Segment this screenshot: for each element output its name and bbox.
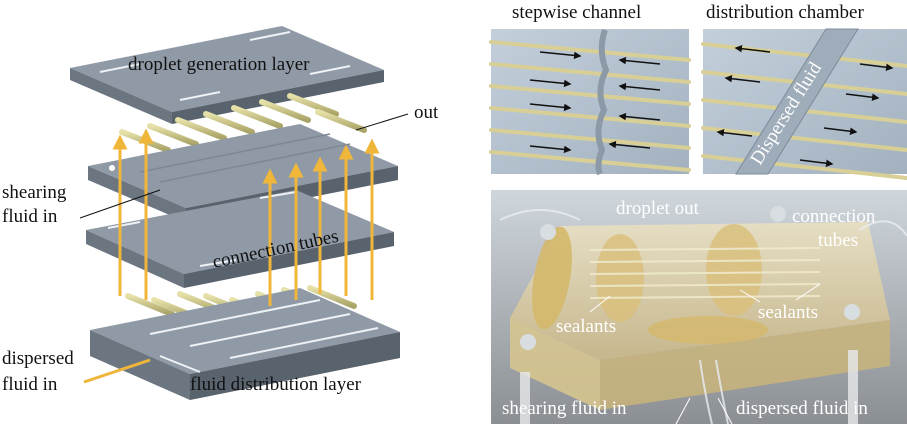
droplet-generation-plate [70,26,384,124]
distribution-chamber-inset: distribution chamber Dispersed fluid [701,2,907,180]
droplet-out-label: droplet out [616,198,700,219]
fluid-distribution-plate [90,288,400,400]
connection-tubes-photo-line2: tubes [818,230,858,251]
sealants-left-label: sealants [556,316,616,337]
stepwise-channel-inset: stepwise channel [489,2,691,176]
shearing-label-line1: shearing [2,182,67,203]
shearing-fluid-in-label: shearing fluid in [502,398,627,419]
shearing-label-line2: fluid in [2,206,58,227]
flow-arrows [83,128,380,384]
dispersed-fluid-in-label: dispersed fluid in [736,398,868,419]
device-photo: droplet out connection tubes sealants se… [491,190,907,424]
stepwise-channel-title: stepwise channel [512,2,641,23]
dispersed-label-line1: dispersed [2,348,74,369]
middle-plate-lower [86,190,394,288]
dispersed-label-line2: fluid in [2,374,58,395]
fluid-distribution-layer-label: fluid distribution layer [190,374,362,395]
sealants-right-label: sealants [758,302,818,323]
out-leader-line [355,113,409,131]
connection-tubes-photo-line1: connection [792,206,876,227]
droplet-generation-layer-label: droplet generation layer [128,54,310,75]
exploded-view: droplet generation layer out shearing fl… [2,26,439,400]
distribution-chamber-title: distribution chamber [706,2,864,23]
out-label: out [414,102,439,123]
shearing-leader-line [79,189,161,219]
